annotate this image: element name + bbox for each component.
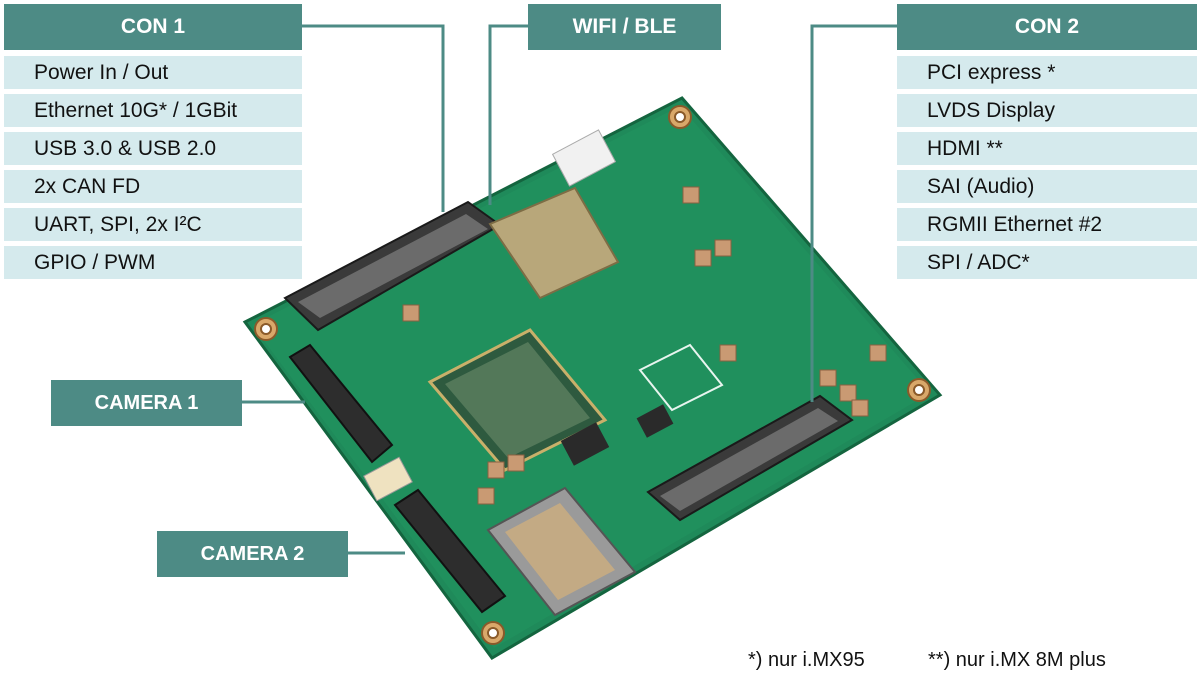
small-connector [363,456,413,502]
con2-item: SPI / ADC* [897,246,1197,279]
con2-header: CON 2 [897,4,1197,50]
footnote-imx95: *) nur i.MX95 [748,649,865,671]
con1-item: 2x CAN FD [4,170,302,203]
con2-item: SAI (Audio) [897,170,1197,203]
white-square-outline [638,343,724,412]
camera2-label: CAMERA 2 [157,531,348,577]
mounting-holes [254,105,931,645]
con2-item: PCI express * [897,56,1197,89]
con1-item: UART, SPI, 2x I²C [4,208,302,241]
footnote-imx8mplus: **) nur i.MX 8M plus [928,649,1106,671]
con2-item: HDMI ** [897,132,1197,165]
wifi-ble-header: WIFI / BLE [528,4,721,50]
capacitors [402,186,887,505]
leader-lines [242,24,897,555]
con1-item: Power In / Out [4,56,302,89]
wifi-module [488,186,620,300]
camera1-connector [288,343,394,464]
con1-header: CON 1 [4,4,302,50]
con2-item: LVDS Display [897,94,1197,127]
chip-2 [636,404,674,438]
camera2-connector [393,488,507,614]
con1-item: Ethernet 10G* / 1GBit [4,94,302,127]
white-header [551,129,617,187]
con1-item: USB 3.0 & USB 2.0 [4,132,302,165]
con2-item: RGMII Ethernet #2 [897,208,1197,241]
chip-1 [560,422,610,466]
camera1-label: CAMERA 1 [51,380,242,426]
con1-item: GPIO / PWM [4,246,302,279]
